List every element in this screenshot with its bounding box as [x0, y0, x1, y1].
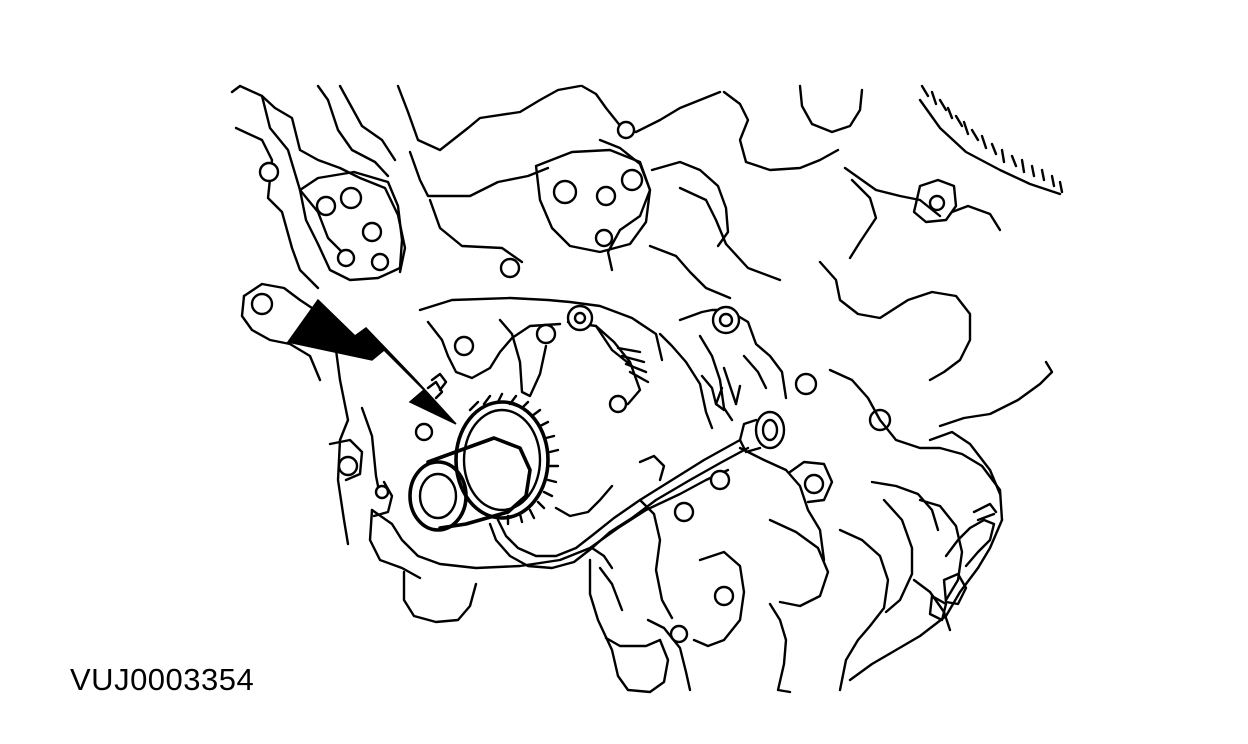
- oil-tube: [488, 438, 750, 570]
- upper-bolt: [912, 178, 958, 224]
- center-plate: [534, 148, 652, 254]
- spring-clip: [426, 372, 448, 400]
- oil-pump-sprocket: [454, 392, 560, 526]
- oil-pump-housing: [368, 454, 731, 694]
- timing-bracket: [418, 296, 788, 430]
- oil-pump-hub: [408, 436, 532, 532]
- idler-roller: [738, 410, 786, 454]
- upper-mounting-holes: [250, 120, 644, 316]
- upper-plate: [298, 170, 404, 282]
- engine-block-right: [646, 368, 1004, 694]
- figure-reference-code: VUJ0003354: [70, 662, 255, 697]
- upper-cutout: [798, 84, 864, 134]
- flywheel-ring-gear: [918, 84, 1064, 196]
- engine-block-upper: [230, 84, 1054, 428]
- pointer-arrow: [286, 298, 457, 425]
- sensor-connector: [928, 502, 998, 622]
